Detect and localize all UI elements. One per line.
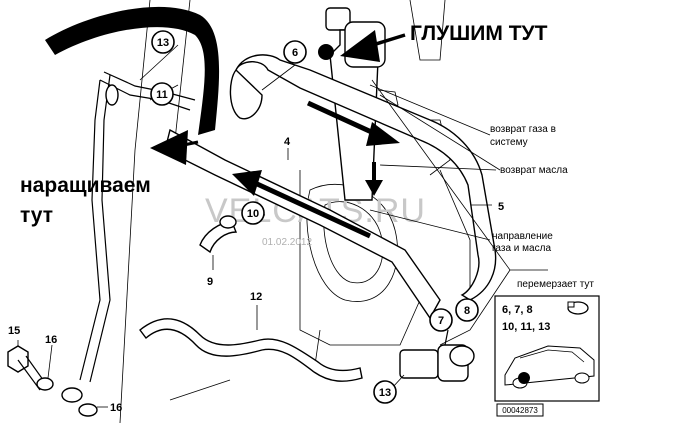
- legend-box: 6, 7, 8 10, 11, 13: [494, 295, 600, 402]
- legend-line2: 10, 11, 13: [502, 321, 550, 333]
- part-6: 6: [283, 40, 307, 64]
- part-10-label: 10: [247, 208, 259, 220]
- part-11-label: 11: [156, 89, 168, 101]
- annotation-oil-return: возврат масла: [500, 165, 568, 176]
- part-6-label: 6: [292, 47, 298, 59]
- part-15-label: 15: [8, 325, 20, 337]
- part-7-label: 7: [438, 315, 444, 327]
- annotation-flow-line1: направление: [492, 231, 553, 242]
- part-4-label: 4: [284, 136, 291, 148]
- valve-assembly: [399, 329, 475, 382]
- part-9-label: 9: [207, 276, 213, 288]
- part-13-top-label: 13: [157, 37, 169, 49]
- annotation-gas-return-line1: возврат газа в: [490, 124, 556, 135]
- annotation-gas-return-line2: систему: [490, 137, 528, 148]
- annotation-flow-line2: газа и масла: [492, 243, 551, 254]
- part-12-label: 12: [250, 291, 262, 303]
- legend-line1: 6, 7, 8: [502, 304, 533, 316]
- diagram-id-box: 00042873: [496, 403, 544, 417]
- watermark-date: 01.02.2012: [262, 237, 312, 248]
- hose-part-10: [199, 215, 238, 254]
- annotation-arrows: [150, 30, 406, 165]
- annotation-extend-line1: наращиваем: [20, 174, 151, 197]
- part-13-bottom: 13: [373, 380, 397, 404]
- part-11: 11: [150, 82, 174, 106]
- part-8: 8: [455, 298, 479, 322]
- part-16a-label: 16: [45, 334, 57, 346]
- part-10: 10: [241, 201, 265, 225]
- part-8-label: 8: [464, 305, 470, 317]
- left-pipe: [61, 71, 196, 403]
- annotation-freezes-here: перемерзает тут: [517, 279, 594, 290]
- annotation-plug-here: ГЛУШИМ ТУТ: [410, 22, 548, 45]
- hose-clamp-icon: [567, 301, 589, 315]
- part-5-label: 5: [498, 201, 504, 213]
- hose-part-12: [139, 318, 363, 382]
- part-13-bottom-label: 13: [379, 387, 391, 399]
- fitting-parts-15-16: [7, 345, 98, 417]
- diagram-id: 00042873: [502, 406, 538, 415]
- part-16b-label: 16: [110, 402, 122, 414]
- car-icon: [504, 345, 595, 389]
- annotation-extend-line2: тут: [20, 204, 53, 227]
- part-7: 7: [429, 308, 453, 332]
- extension-hose-marker: [45, 6, 220, 136]
- part-13-top: 13: [151, 30, 175, 54]
- flow-arrows: [232, 100, 400, 239]
